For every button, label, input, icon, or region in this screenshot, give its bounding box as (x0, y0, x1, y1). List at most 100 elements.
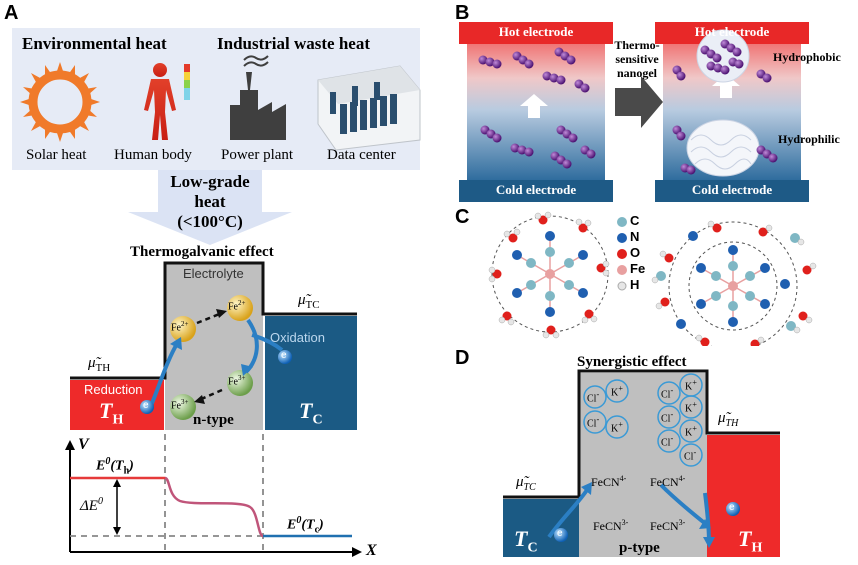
thermogalvanic-label: Thermogalvanic effect (130, 244, 274, 260)
mu-tc-d-label: μ̃TC (516, 474, 536, 493)
fecn4-left: FeCN4- (591, 474, 627, 489)
atom-legend-labels: C N O Fe H (630, 213, 646, 292)
atom-legend (617, 217, 627, 291)
k-ion-3: K+ (685, 378, 697, 393)
right-shell (668, 221, 798, 346)
human-body-icon (144, 63, 190, 140)
hot-electrode-d (707, 435, 780, 557)
n-type-label: n-type (193, 412, 234, 428)
cl-ion-1: Cl- (587, 390, 600, 405)
legend-n-dot (617, 233, 627, 243)
nanogel-arrow (615, 76, 663, 128)
legend-c-dot (617, 217, 627, 227)
panel-d-diagram (503, 369, 780, 557)
solar-heat-label: Solar heat (26, 147, 87, 163)
left-cold-bar (459, 180, 613, 202)
left-cold-label: Cold electrode (495, 182, 577, 197)
cl-ion-5: Cl- (661, 434, 674, 449)
reduction-label: Reduction (84, 382, 143, 397)
hydrophilic-label: Hydrophilic (778, 132, 840, 146)
panel-b-label: B (455, 2, 470, 24)
mu-th-label: μ̃TH (88, 355, 111, 374)
electron-cold-icon (278, 350, 292, 364)
ion-fe2-b (227, 295, 253, 321)
legend-o-dot (617, 249, 627, 259)
electron-cold-d-icon (554, 528, 568, 542)
low-grade-heat-label: Low-grade heat (<100°C) (170, 172, 250, 231)
fe3-b-label: Fe3+ (171, 398, 189, 412)
th-d-label: TH (738, 526, 763, 556)
v-axis-label: V (78, 436, 89, 453)
electron-hot-d-icon (726, 502, 740, 516)
p-type-label: p-type (619, 540, 660, 556)
panel-c-label: C (455, 206, 470, 228)
right-cold-label: Cold electrode (691, 182, 773, 197)
arrow-cold-d (547, 485, 591, 539)
fecn4-right: FeCN4- (650, 474, 686, 489)
sun-icon (20, 62, 100, 142)
fe2-a-label: Fe2+ (171, 320, 189, 334)
right-hot-label: Hot electrode (694, 24, 770, 39)
electron-hot-d-label: e (729, 502, 735, 513)
k-ion-2: K+ (611, 420, 623, 435)
k-ion-4: K+ (685, 400, 697, 415)
data-center-icon (317, 65, 421, 151)
right-cold-bar (655, 180, 809, 202)
oxidation-label: Oxidation (270, 330, 325, 345)
cl-ion-4: Cl- (661, 410, 674, 425)
tc-label: TC (299, 398, 323, 428)
data-center-label: Data center (327, 147, 396, 163)
ion-circles (583, 373, 703, 467)
human-body-label: Human body (114, 147, 192, 163)
panel-c-diagram (488, 211, 817, 346)
mu-th-d-label: μ̃TH (718, 410, 739, 429)
env-heat-title: Environmental heat (22, 34, 167, 53)
hydrophobic-label: Hydrophobic (773, 50, 841, 64)
ion-fe2-a (170, 316, 196, 342)
fe2-b-label: Fe2+ (228, 299, 246, 313)
x-axis-label: X (366, 542, 377, 559)
panel-a-diagram (12, 28, 421, 557)
k-ion-5: K+ (685, 424, 697, 439)
cl-ion-2: Cl- (587, 415, 600, 430)
panel-b-diagram (459, 22, 809, 202)
e0-tc-label: E0(Tc) (287, 515, 324, 536)
fe3-a-label: Fe3+ (228, 374, 246, 388)
k-ion-1: K+ (611, 384, 623, 399)
ion-fe3-a (227, 370, 253, 396)
funnel-arrow (128, 170, 292, 245)
cold-electrode-box (265, 316, 357, 430)
delta-e-label: ΔE0 (80, 496, 103, 514)
panel-d-label: D (455, 347, 470, 369)
power-plant-label: Power plant (221, 147, 294, 163)
ion-fe3-b (170, 394, 196, 420)
electron-hot-label: e (143, 400, 149, 411)
panel-a-label: A (4, 2, 19, 24)
left-molecules (478, 47, 596, 169)
industrial-heat-title: Industrial waste heat (217, 34, 371, 53)
electrolyte-label: Electrolyte (183, 266, 244, 281)
synergistic-label: Synergistic effect (577, 354, 687, 370)
electron-hot-icon (140, 400, 154, 414)
right-molecules (672, 39, 778, 175)
cl-ion-6: Cl- (684, 448, 697, 463)
arrow-hot-d (659, 483, 709, 527)
cold-electrode-d (503, 499, 579, 557)
cl-ion-3: Cl- (661, 386, 674, 401)
electron-cold-label: e (281, 350, 287, 361)
fecn3-left: FeCN3- (593, 518, 629, 533)
e0-th-label: E0(Th) (96, 456, 134, 477)
electron-cold-d-label: e (557, 528, 563, 539)
fecn3-right: FeCN3- (650, 518, 686, 533)
energy-outline-d (503, 369, 780, 499)
legend-h-dot (617, 281, 627, 291)
left-hot-label: Hot electrode (498, 24, 574, 39)
left-up-arrow (520, 94, 548, 118)
th-label: TH (99, 398, 124, 428)
mu-tc-label: μ̃TC (298, 292, 320, 311)
energy-outline (70, 261, 357, 380)
power-plant-icon (230, 55, 286, 140)
left-hot-bar (459, 22, 613, 44)
tc-d-label: TC (514, 526, 538, 556)
